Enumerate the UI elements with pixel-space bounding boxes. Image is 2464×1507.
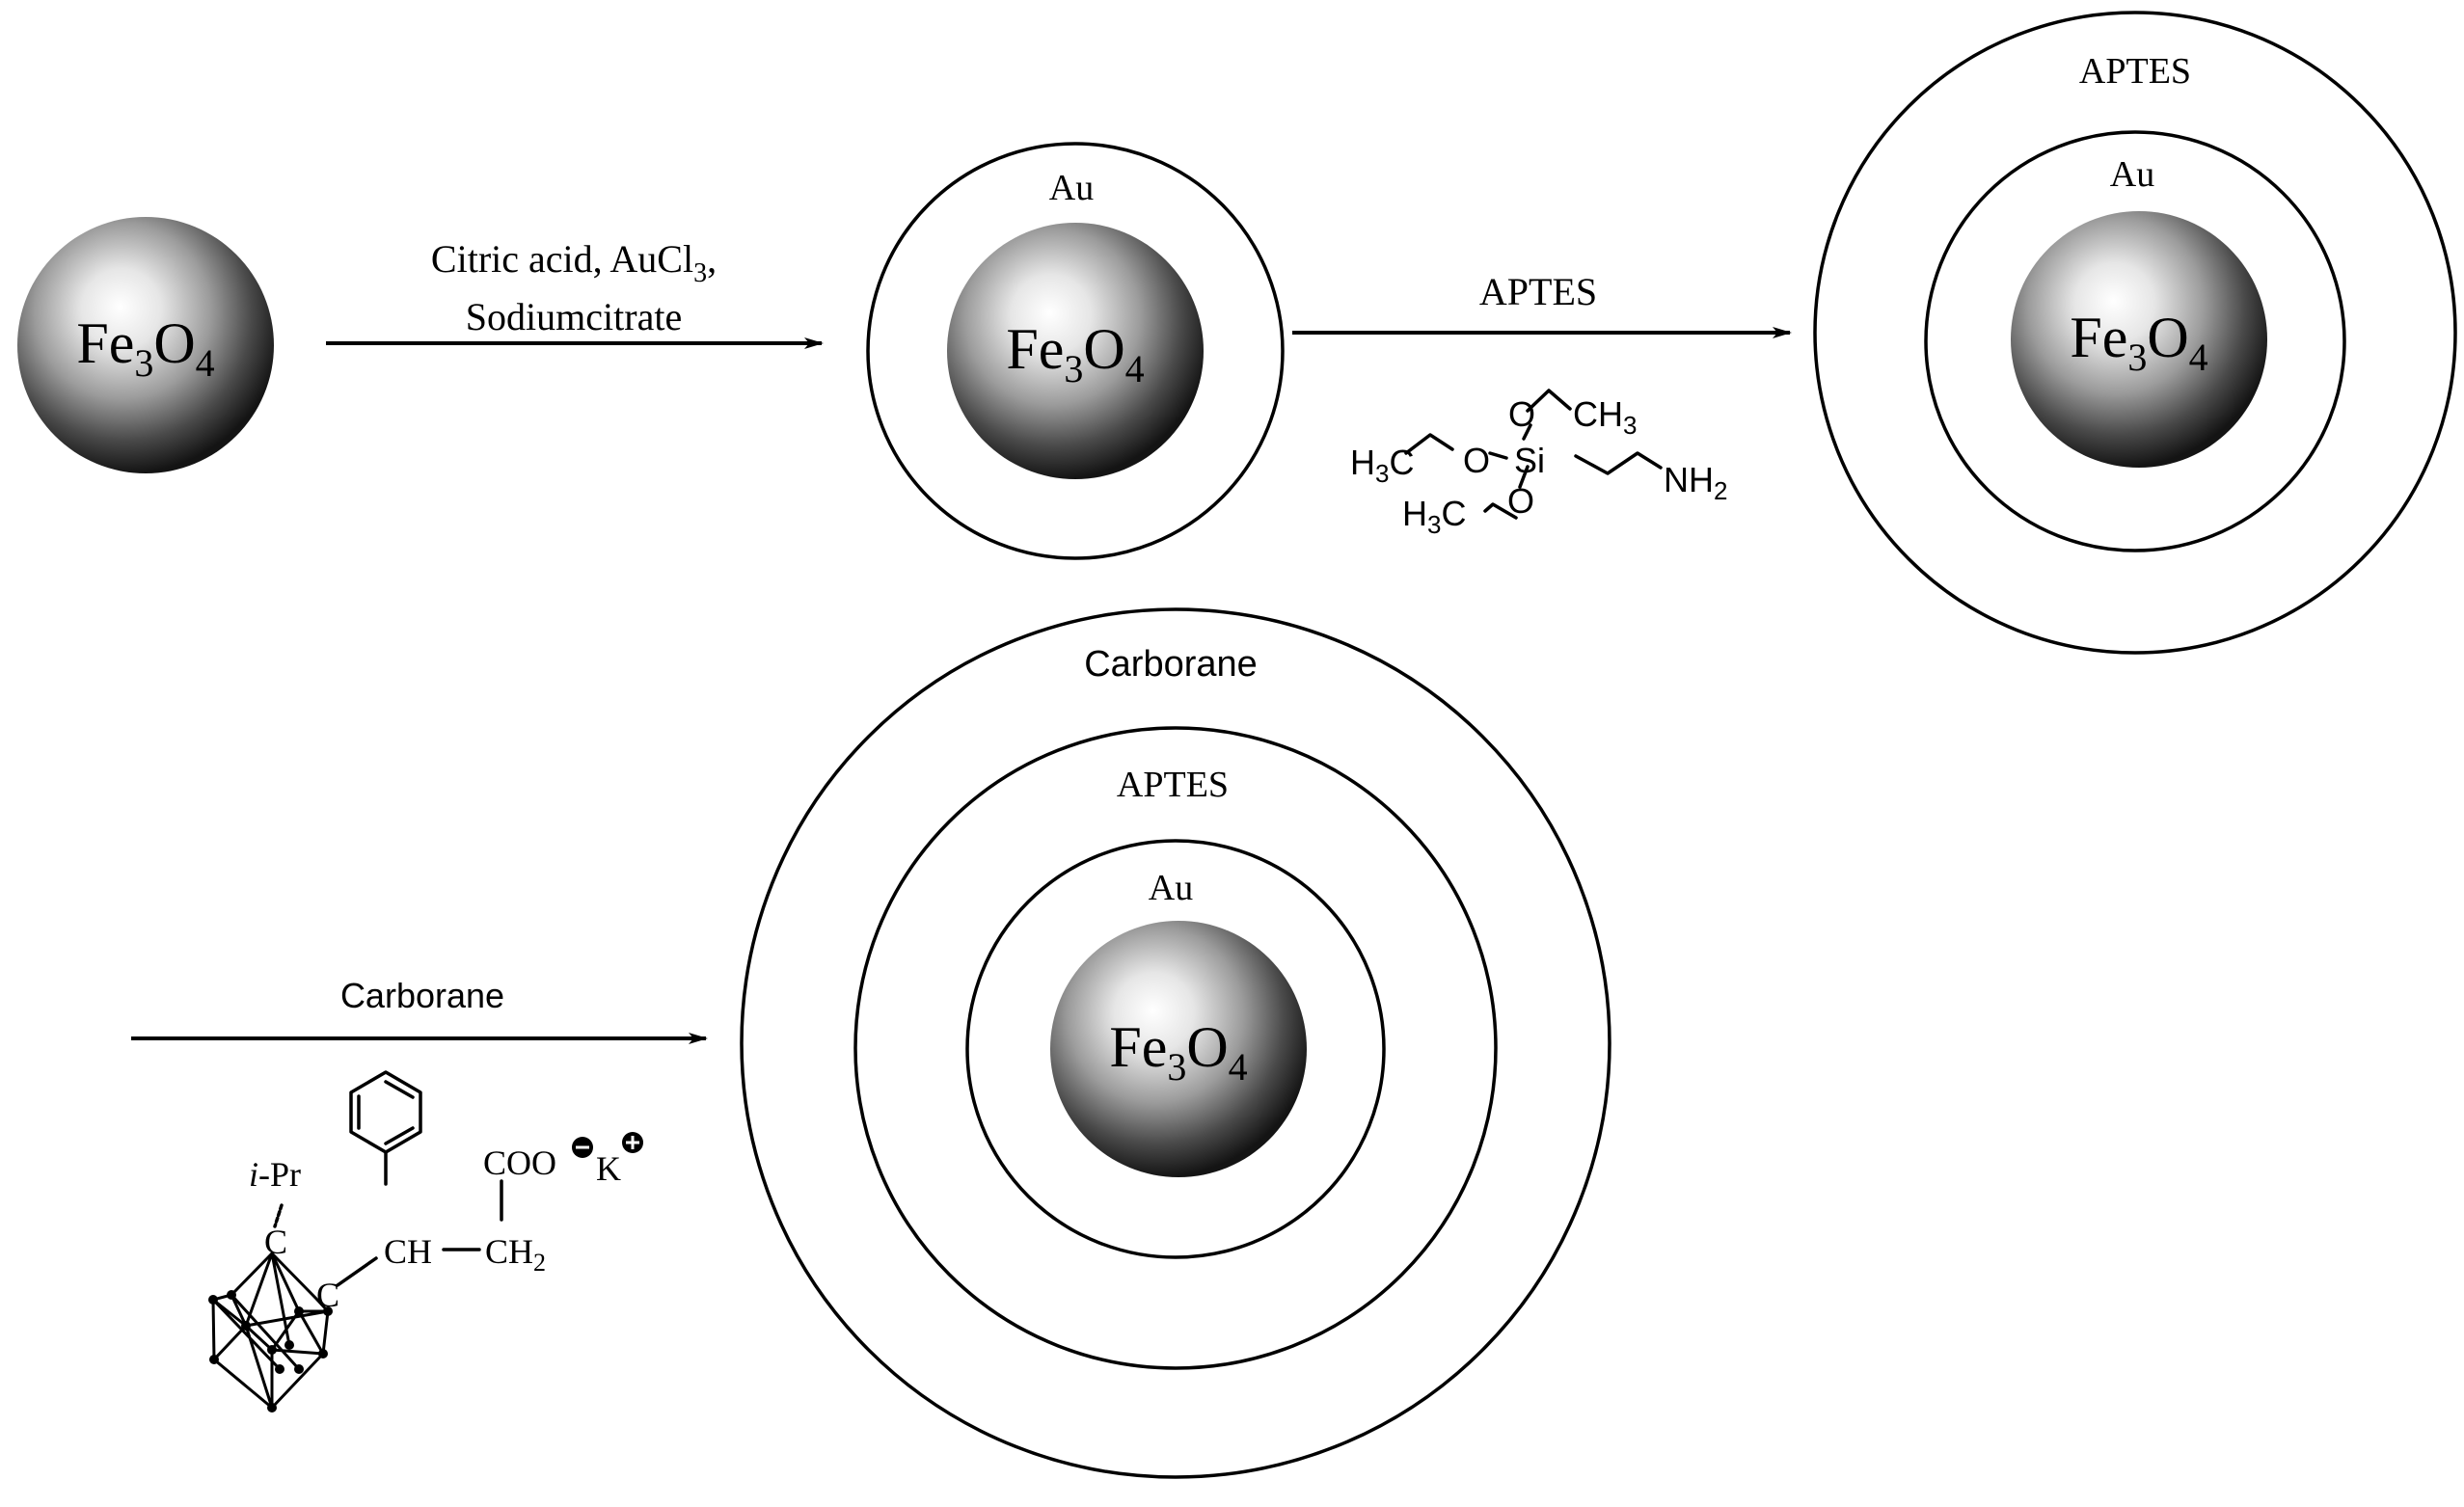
aptes-ch3-top: CH3	[1573, 394, 1637, 440]
cage-atom	[294, 1306, 304, 1316]
fe3o4-label: Fe3O4	[1109, 1015, 1247, 1089]
positive-charge-icon	[622, 1132, 643, 1153]
aptes-structure: O CH3 H3C O Si NH2 H3C O	[1350, 389, 1727, 539]
au-layer-label: Au	[2110, 154, 2154, 195]
carborane-layer-label: Carborane	[1084, 644, 1258, 685]
cage-carbon-2: C	[316, 1276, 339, 1314]
ipr-label: i-Pr	[249, 1155, 301, 1194]
step3-reagent-label: Carborane	[340, 976, 504, 1015]
fe3o4-label: Fe3O4	[1006, 317, 1144, 390]
aptes-o-top: O	[1508, 394, 1535, 434]
cage-atom	[267, 1345, 277, 1355]
phenyl-inner-bonds	[357, 1080, 415, 1145]
carborane-cage	[208, 1251, 333, 1413]
cage-atom	[323, 1306, 333, 1316]
aptes-layer-label: APTES	[2079, 51, 2191, 92]
aptes-bonds	[1404, 389, 1663, 520]
step1-reaction-arrow: Citric acid, AuCl3, Sodiumcitrate	[326, 237, 824, 349]
aptes-shell	[1813, 11, 2457, 655]
backbone-bonds	[336, 1150, 503, 1287]
potassium-label: K	[596, 1149, 621, 1188]
step1-reagents-line2: Sodiumcitrate	[466, 295, 682, 338]
particle-fe3o4-au: Au Fe3O4	[866, 142, 1285, 560]
au-shell	[1924, 130, 2346, 552]
cage-atom	[267, 1403, 277, 1413]
au-shell	[866, 142, 1285, 560]
aptes-nh2: NH2	[1664, 460, 1727, 505]
step2-reaction-arrow: APTES O CH3 H3C O Si NH2 H3C O	[1292, 270, 1792, 539]
cage-atom	[284, 1340, 294, 1350]
aptes-h3c-left: H3C	[1350, 443, 1414, 488]
cage-atom	[209, 1355, 219, 1364]
particle-fe3o4-au-aptes-carborane: Carborane APTES Au Fe3O4	[740, 607, 1611, 1479]
negative-charge-icon	[572, 1137, 593, 1158]
aptes-o-bottom: O	[1507, 481, 1534, 521]
aptes-h3c-bottom: H3C	[1402, 494, 1466, 539]
ch2-label: CH2	[485, 1232, 546, 1277]
fe3o4-label: Fe3O4	[76, 311, 214, 385]
aptes-si: Si	[1514, 441, 1545, 480]
fe3o4-sphere	[17, 217, 274, 473]
cage-atom	[227, 1290, 236, 1300]
step3-reaction-arrow: Carborane	[131, 976, 708, 1413]
fe3o4-sphere	[1050, 921, 1307, 1177]
au-layer-label: Au	[1049, 168, 1094, 208]
aptes-labels: O CH3 H3C O Si NH2 H3C O	[1350, 394, 1727, 539]
au-layer-label: Au	[1149, 868, 1193, 908]
phenyl-ring	[349, 1070, 422, 1154]
aptes-shell	[853, 726, 1498, 1370]
cage-atom	[294, 1364, 304, 1374]
step1-reagents-line1: Citric acid, AuCl3,	[431, 237, 717, 288]
cage-atom	[275, 1364, 284, 1374]
particle-fe3o4-au-aptes: APTES Au Fe3O4	[1813, 11, 2457, 655]
carborane-shell	[740, 607, 1611, 1479]
cage-inner	[211, 1251, 330, 1410]
fe3o4-sphere	[2011, 211, 2267, 468]
cage-atom	[318, 1349, 328, 1359]
fe3o4-sphere	[947, 223, 1204, 479]
carborane-structure: i-Pr C C CH CH2 COO K	[208, 1070, 643, 1413]
fe3o4-label: Fe3O4	[2070, 306, 2207, 379]
aptes-layer-label: APTES	[1117, 765, 1229, 805]
cage-atom	[208, 1295, 218, 1305]
ch-label: CH	[384, 1232, 432, 1271]
particle-bare-fe3o4: Fe3O4	[17, 217, 274, 473]
coo-label: COO	[483, 1144, 556, 1182]
step2-reagent-label: APTES	[1479, 270, 1597, 313]
cage-atom	[241, 1321, 251, 1331]
cage-carbon-1: C	[264, 1223, 287, 1261]
aptes-o-left: O	[1463, 441, 1490, 480]
ipr-bond	[273, 1203, 284, 1228]
au-shell	[965, 839, 1386, 1259]
